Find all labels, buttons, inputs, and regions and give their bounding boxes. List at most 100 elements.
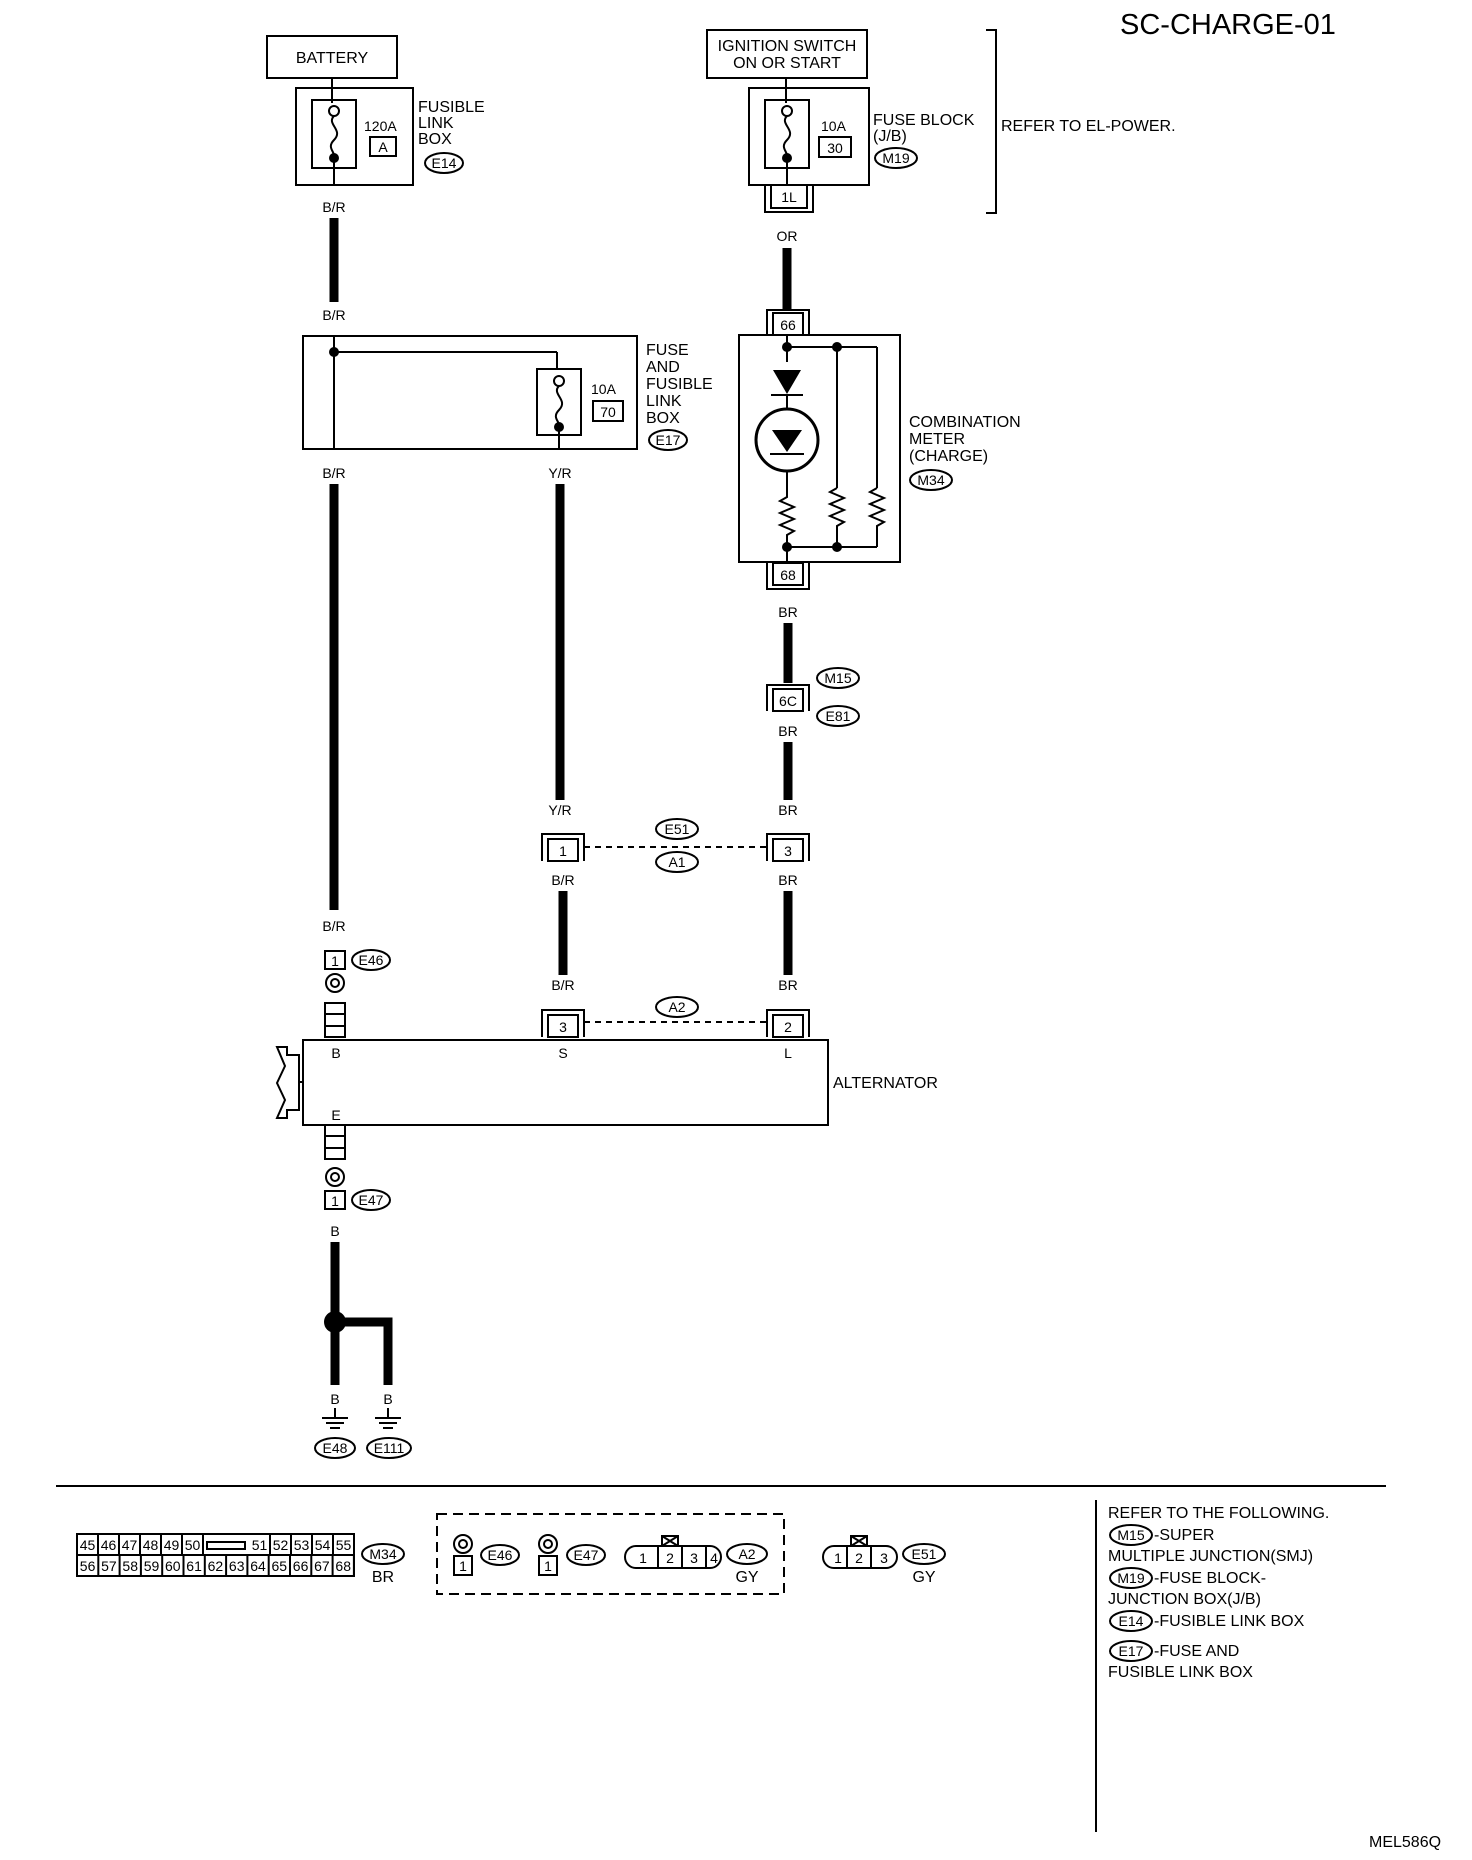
reference-text-cont: JUNCTION BOX(J/B) bbox=[1108, 1591, 1261, 1608]
e51-pin-left: 1 bbox=[559, 843, 567, 859]
connector-tag-e14 bbox=[424, 152, 464, 174]
connector-tag-a2 bbox=[655, 996, 699, 1018]
pulley-icon bbox=[275, 1046, 300, 1119]
alternator-e-stud bbox=[324, 1124, 346, 1160]
wire-b-ground-branch bbox=[335, 1317, 393, 1385]
alternator-term-b: B bbox=[331, 1045, 340, 1061]
connector-tag-e51 bbox=[655, 818, 699, 840]
m34-pin-63: 63 bbox=[229, 1558, 245, 1574]
svg-text:2: 2 bbox=[855, 1550, 863, 1566]
svg-text:E51: E51 bbox=[912, 1546, 937, 1562]
wire-color-or: OR bbox=[777, 228, 798, 244]
e47-pin: 1 bbox=[331, 1193, 339, 1209]
refer-el-power: REFER TO EL-POWER. bbox=[1001, 118, 1176, 135]
connector-tag-m15 bbox=[816, 667, 860, 689]
ground-tag-e48 bbox=[314, 1437, 356, 1459]
m34-pin-46: 46 bbox=[101, 1537, 117, 1553]
svg-text:3: 3 bbox=[880, 1550, 888, 1566]
ignition-label-2: ON OR START bbox=[733, 55, 841, 72]
connector-tag-m19 bbox=[874, 147, 918, 169]
connector-tag-e47 bbox=[351, 1189, 391, 1211]
e46-view-pin: 1 bbox=[459, 1558, 467, 1574]
wire-color-yr-1: Y/R bbox=[548, 465, 571, 481]
m34-pin-50: 50 bbox=[185, 1537, 201, 1553]
reference-tag-e14 bbox=[1109, 1610, 1153, 1632]
wire-color-br-6: B/R bbox=[551, 977, 574, 993]
svg-text:E81: E81 bbox=[826, 708, 851, 724]
ffl-label-5: BOX bbox=[646, 410, 680, 427]
svg-text:E111: E111 bbox=[374, 1440, 405, 1456]
wire-color-br-3: B/R bbox=[322, 465, 345, 481]
fuse-70-rating: 10A bbox=[591, 381, 617, 397]
diagram-id: SC-CHARGE-01 bbox=[1120, 9, 1336, 41]
svg-text:A2: A2 bbox=[738, 1546, 755, 1562]
meter-terminal-out: 68 bbox=[780, 567, 796, 583]
m34-pin-60: 60 bbox=[165, 1558, 181, 1574]
reference-code: M19 bbox=[1117, 1570, 1144, 1586]
alternator-label: ALTERNATOR bbox=[833, 1075, 938, 1092]
m34-pin-52: 52 bbox=[273, 1537, 289, 1553]
meter-label-1: COMBINATION bbox=[909, 414, 1021, 431]
svg-text:3: 3 bbox=[690, 1550, 698, 1566]
reference-code: E17 bbox=[1119, 1643, 1144, 1659]
connector-tag-e17 bbox=[648, 429, 688, 451]
meter-terminal-in: 66 bbox=[780, 317, 796, 333]
alternator-body bbox=[302, 1039, 829, 1126]
meter-label-2: METER bbox=[909, 431, 965, 448]
connector-tag-m34 bbox=[909, 469, 953, 491]
reference-tag-m15 bbox=[1109, 1524, 1153, 1546]
m34-pin-58: 58 bbox=[122, 1558, 138, 1574]
svg-text:M15: M15 bbox=[824, 670, 851, 686]
connector-view-tag-e47 bbox=[566, 1544, 606, 1566]
e47-view-pin: 1 bbox=[544, 1558, 552, 1574]
references-title: REFER TO THE FOLLOWING. bbox=[1108, 1505, 1329, 1522]
reference-text: -FUSE BLOCK- bbox=[1154, 1570, 1266, 1587]
wire-color-br-c: BR bbox=[778, 802, 797, 818]
svg-text:M34: M34 bbox=[917, 472, 944, 488]
e46-pin: 1 bbox=[331, 953, 339, 969]
m34-pin-51: 51 bbox=[252, 1537, 268, 1553]
reference-tag-m19 bbox=[1109, 1567, 1153, 1589]
ground-tag-e111 bbox=[366, 1437, 412, 1459]
m34-pin-45: 45 bbox=[80, 1537, 96, 1553]
diode-icon bbox=[773, 370, 801, 394]
reference-code: M15 bbox=[1117, 1527, 1144, 1543]
m34-pin-48: 48 bbox=[143, 1537, 159, 1553]
ffl-label-3: FUSIBLE bbox=[646, 376, 713, 393]
svg-text:1: 1 bbox=[639, 1550, 647, 1566]
connector-view-tag-e51 bbox=[902, 1543, 946, 1565]
m34-pin-59: 59 bbox=[144, 1558, 160, 1574]
svg-text:A2: A2 bbox=[668, 999, 685, 1015]
wire-color-b-3: B bbox=[383, 1391, 392, 1407]
m34-pin-56: 56 bbox=[80, 1558, 96, 1574]
alternator-term-l: L bbox=[784, 1045, 792, 1061]
connector-tag-a1 bbox=[655, 851, 699, 873]
svg-text:E48: E48 bbox=[323, 1440, 348, 1456]
e51-color: GY bbox=[912, 1569, 935, 1586]
alternator-term-e: E bbox=[331, 1107, 340, 1123]
fuse-30-id: 30 bbox=[827, 140, 843, 156]
m34-color: BR bbox=[372, 1569, 394, 1586]
ffl-label-2: AND bbox=[646, 359, 680, 376]
fusible-link-rating: 120A bbox=[364, 118, 397, 134]
wire-color-br-d: BR bbox=[778, 872, 797, 888]
reference-tag-e17 bbox=[1109, 1640, 1153, 1662]
ffl-label-4: LINK bbox=[646, 393, 682, 410]
connector-view-tag-e46 bbox=[480, 1544, 520, 1566]
reference-text: -FUSIBLE LINK BOX bbox=[1154, 1613, 1305, 1630]
svg-text:1: 1 bbox=[834, 1550, 842, 1566]
svg-text:E47: E47 bbox=[359, 1192, 384, 1208]
a2-color: GY bbox=[735, 1569, 758, 1586]
m34-pin-65: 65 bbox=[272, 1558, 288, 1574]
ignition-label-1: IGNITION SWITCH bbox=[718, 38, 857, 55]
reference-text: -SUPER bbox=[1154, 1527, 1214, 1544]
m34-pin-61: 61 bbox=[186, 1558, 202, 1574]
fuse-block-label-1: FUSE BLOCK bbox=[873, 112, 975, 129]
connector-tag-e81 bbox=[816, 705, 860, 727]
alternator-b-stud bbox=[324, 1002, 346, 1038]
e51-pin-right: 3 bbox=[784, 843, 792, 859]
svg-text:E17: E17 bbox=[656, 432, 681, 448]
